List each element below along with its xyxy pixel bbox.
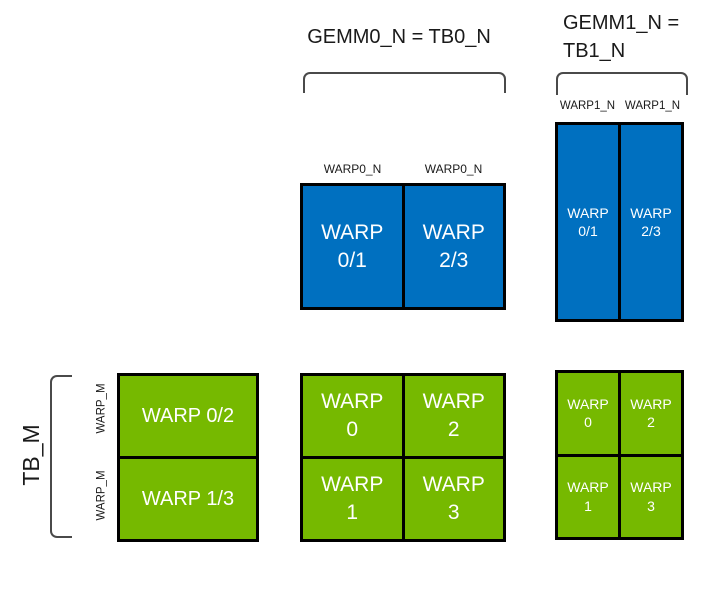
warp-m-label-top: WARP_M <box>95 383 107 434</box>
warp-box-label-line2: 2 <box>447 418 460 441</box>
warp-box-label-line2: 0 <box>584 414 592 431</box>
warp1-n-label-right: WARP1_N <box>624 100 681 112</box>
gemm1-n-title: GEMM1_N = TB1_N <box>563 9 723 65</box>
warp-box-label-line1: WARP <box>630 395 672 412</box>
warp-box-label-line1: WARP <box>321 390 384 414</box>
warp-box-label-line2: 1 <box>346 501 359 524</box>
warp-box-label-line1: WARP <box>567 395 609 412</box>
warp-box-02: WARP 0/2 <box>120 376 256 456</box>
gemm1-n-extent-bracket <box>556 72 688 95</box>
warp-box-label-line1: WARP <box>567 479 609 496</box>
gemm1-n-title-line2: TB1_N <box>563 40 626 62</box>
warp-box-label-line1: WARP <box>630 204 672 221</box>
gemm0-accumulator-grid: WARP 0/1 WARP 2/3 <box>300 183 506 310</box>
warp-m-label-bottom: WARP_M <box>95 470 107 521</box>
warp1-n-label-left: WARP1_N <box>559 100 616 112</box>
warp-box-label-line1: WARP <box>422 220 485 244</box>
warp-box-label-line1: WARP <box>422 473 485 497</box>
warp-box-label-line2: 3 <box>647 497 655 514</box>
gemm1-warp-box-3: WARP 3 <box>621 456 681 537</box>
gemm0-warp-box-1: WARP 1 <box>303 459 402 539</box>
warp-box-label-line2: 0 <box>346 418 359 441</box>
gemm0-warp-box-23: WARP 2/3 <box>404 186 503 307</box>
gemm1-warp-tile-grid: WARP 0 WARP 2 WARP 1 WARP 3 <box>555 370 684 540</box>
tb-m-extent-bracket <box>50 375 72 538</box>
gemm0-n-extent-bracket <box>303 72 506 93</box>
gemm1-warp-box-01: WARP 0/1 <box>558 125 618 319</box>
tb-m-warp-grid: WARP 0/2 WARP 1/3 <box>117 373 259 542</box>
gemm0-warp-box-0: WARP 0 <box>303 376 402 456</box>
tb-m-axis-label: TB_M <box>17 424 44 486</box>
gemm1-warp-box-0: WARP 0 <box>558 373 618 454</box>
warp-box-label: WARP 0/2 <box>141 404 235 427</box>
gemm0-warp-box-01: WARP 0/1 <box>303 186 402 307</box>
gemm0-warp-box-2: WARP 2 <box>404 376 503 456</box>
warp-box-13: WARP 1/3 <box>120 459 256 539</box>
warp-box-label-line2: 2/3 <box>641 223 661 239</box>
gemm1-accumulator-grid: WARP 0/1 WARP 2/3 <box>555 122 684 322</box>
warp-box-label-line1: WARP <box>321 473 384 497</box>
warp-box-label-line2: 1 <box>584 497 592 514</box>
warp-box-label-line1: WARP <box>422 390 485 414</box>
warp-box-label-line1: WARP <box>321 220 384 244</box>
warp-box-label: WARP 1/3 <box>141 487 235 510</box>
gemm1-warp-box-23: WARP 2/3 <box>621 125 681 319</box>
gemm0-warp-tile-grid: WARP 0 WARP 2 WARP 1 WARP 3 <box>300 373 506 542</box>
warp-box-label-line2: 2 <box>647 414 655 431</box>
warp-box-label-line2: 0/1 <box>578 223 598 239</box>
gemm1-warp-box-1: WARP 1 <box>558 456 618 537</box>
warp-box-label-line1: WARP <box>630 479 672 496</box>
warp-box-label-line1: WARP <box>567 204 609 221</box>
warp-box-label-line2: 2/3 <box>439 248 469 272</box>
gemm1-n-title-line1: GEMM1_N = <box>563 12 680 34</box>
warp0-n-label-left: WARP0_N <box>323 162 382 176</box>
warp-box-label-line2: 0/1 <box>337 248 367 272</box>
gemm0-warp-box-3: WARP 3 <box>404 459 503 539</box>
warp-box-label-line2: 3 <box>447 501 460 524</box>
warp0-n-label-right: WARP0_N <box>424 162 483 176</box>
gemm0-n-title: GEMM0_N = TB0_N <box>307 26 491 48</box>
gemm1-warp-box-2: WARP 2 <box>621 373 681 454</box>
